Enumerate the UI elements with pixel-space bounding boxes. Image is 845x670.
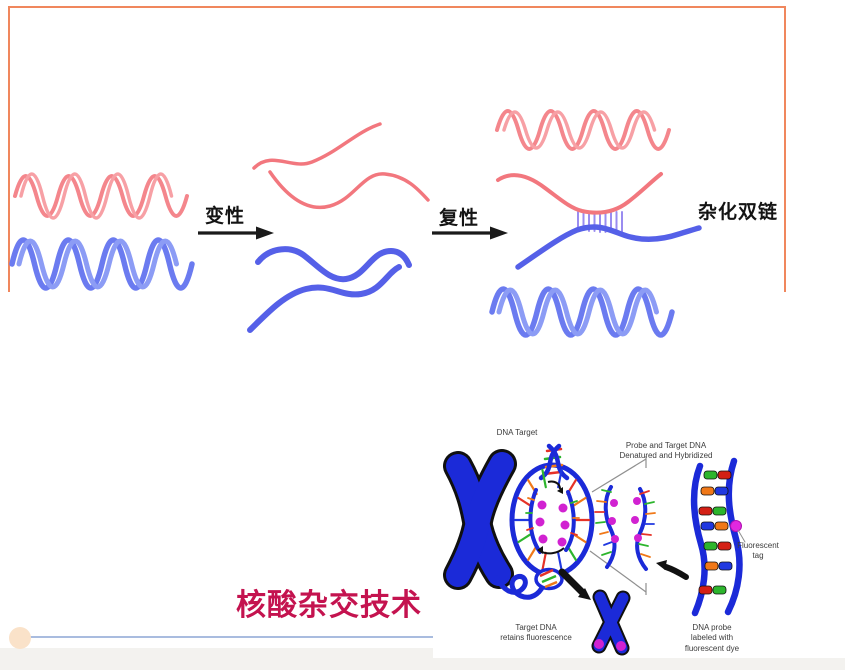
page-title: 核酸杂交技术: [236, 589, 422, 622]
dna-probe-line1: DNA probe: [692, 623, 732, 632]
dna-probe-line2: labeled with: [690, 633, 734, 643]
hybridized-fragment: [594, 485, 656, 571]
hybrid-duplex: [496, 172, 702, 270]
bubble-neck-helix: [538, 443, 570, 481]
fish-figure-art: [443, 443, 746, 656]
target-dna-label: Target DNA retains fluorescence: [492, 623, 580, 644]
arrow-bubble-to-chromosome: [558, 568, 591, 600]
arrow-ladder-to-fragment: [656, 560, 689, 580]
pink-double-helix-right: [495, 109, 671, 151]
hybrid-duplex-label: 杂化双链: [698, 202, 779, 223]
slide-bullet-circle: [9, 627, 31, 649]
big-chromosome: [443, 449, 517, 590]
fluorescent-tag-line1: Fluorescent: [737, 541, 779, 550]
fluorescent-tag-line2: tag: [752, 551, 764, 561]
denaturation-arrow-icon: [198, 226, 274, 240]
condensed-helix-disk: [534, 567, 564, 591]
blue-single-strands: [247, 246, 412, 333]
probe-caption-label: Probe and Target DNA Denatured and Hybri…: [596, 441, 736, 462]
blue-double-helix-left: [9, 237, 195, 291]
dna-probe-ladder: [690, 457, 746, 617]
probe-caption-line1: Probe and Target DNA: [625, 441, 707, 450]
blue-double-helix-right: [489, 286, 675, 338]
denaturation-label: 变性: [205, 206, 246, 227]
bubble-rotation-arrows: [537, 480, 565, 555]
fluorescent-tag-label: Fluorescent tag: [732, 541, 784, 562]
renaturation-label: 复性: [439, 208, 480, 229]
target-dna-line2: retains fluorescence: [500, 633, 572, 643]
pink-double-helix-left: [13, 172, 189, 220]
target-dna-line1: Target DNA: [515, 623, 557, 632]
fragment-fluorescent-dots: [608, 497, 642, 543]
fish-illustration: DNA Target Probe and Target DNA Denature…: [433, 418, 845, 658]
fluorescent-tag-dot: [730, 520, 742, 532]
renaturation-arrow-icon: [432, 226, 508, 240]
ladder-rungs: [698, 470, 733, 595]
dna-hybridization-figure: [9, 109, 702, 338]
dna-probe-label: DNA probe labeled with fluorescent dye: [670, 623, 754, 654]
small-chromosome: [591, 589, 631, 656]
bubble-fluorescent-dots: [535, 500, 570, 547]
dna-target-label: DNA Target: [496, 428, 538, 437]
bubble-probe-strands: [525, 488, 580, 554]
title-underline: [30, 636, 437, 638]
probe-caption-line2: Denatured and Hybridized: [619, 451, 713, 461]
callout-bracket: [589, 456, 647, 595]
dna-bubble: [509, 443, 595, 591]
dna-probe-line3: fluorescent dye: [684, 643, 740, 653]
fluorescent-tag-pointer: [737, 529, 746, 543]
pink-single-strands: [252, 122, 430, 210]
top-figure-frame: [8, 6, 786, 292]
bubble-base-ticks: [513, 468, 591, 572]
